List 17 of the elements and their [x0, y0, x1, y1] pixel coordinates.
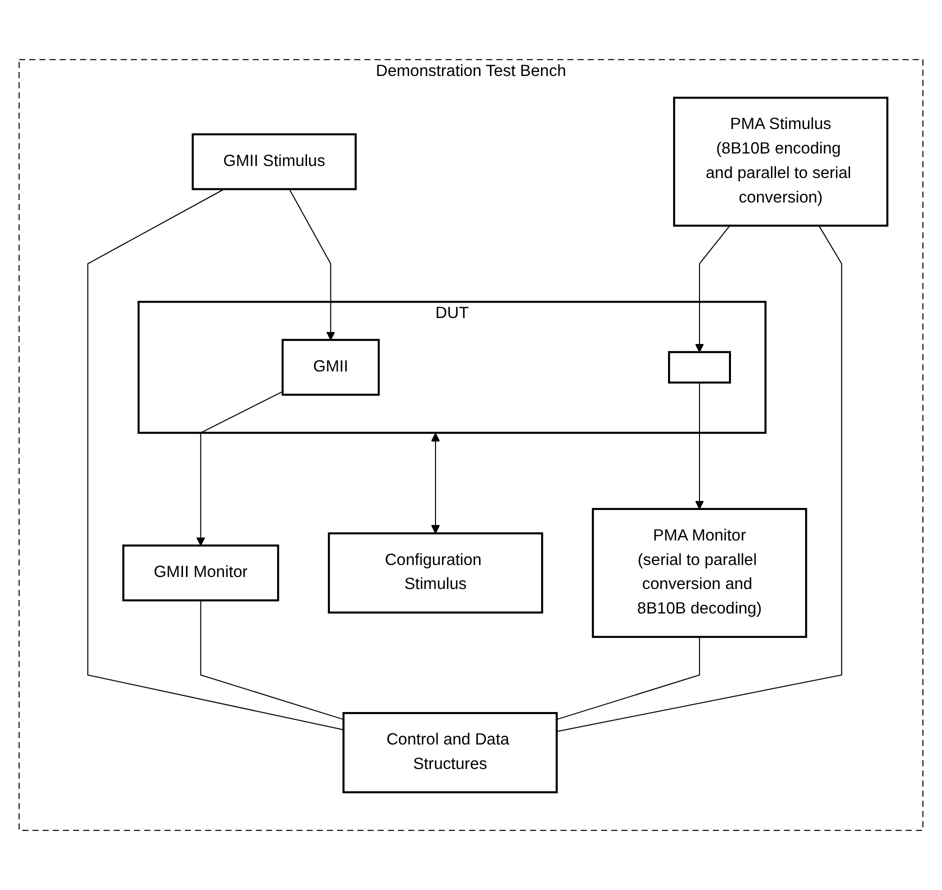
arrow [196, 391, 283, 546]
node-box: GMII Monitor [122, 544, 280, 602]
connector [200, 600, 344, 720]
node-box: PMA Monitor (serial to parallel conversion and 8B10B decoding) [592, 508, 808, 638]
connector [87, 188, 344, 730]
node-box: GMII [282, 338, 380, 396]
arrow [695, 225, 730, 352]
connector [556, 636, 700, 720]
arrow [431, 432, 440, 534]
node-box: GMII Stimulus [192, 133, 357, 190]
arrow [288, 188, 336, 340]
node-box: Control and Data Structures [342, 712, 558, 794]
node-box: Configuration Stimulus [328, 532, 544, 614]
node-box: PMA Stimulus (8B10B encoding and parallel to serial conversion) [673, 96, 888, 227]
node-box [668, 351, 731, 384]
connector [556, 225, 842, 732]
arrow [695, 382, 704, 510]
